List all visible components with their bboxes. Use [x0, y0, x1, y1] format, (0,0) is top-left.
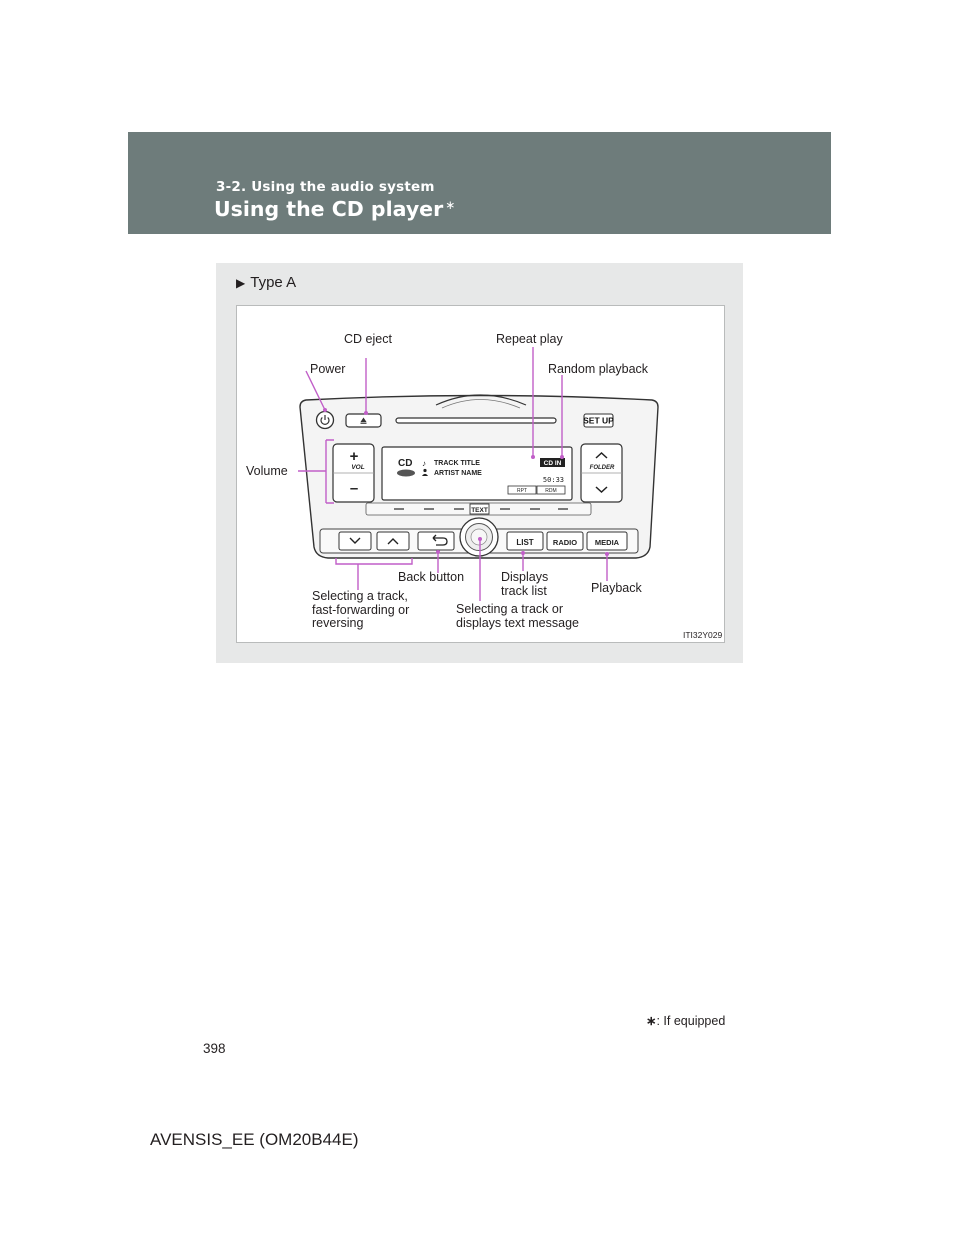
tune-knob-center — [470, 528, 488, 546]
list-callout-dot — [521, 551, 525, 555]
display-source-label: CD — [398, 458, 412, 469]
selecting-track-text-label: Selecting a track or displays text messa… — [456, 602, 579, 630]
knob-callout-dot — [478, 537, 482, 541]
slot-hump — [435, 394, 527, 406]
rpt-indicator — [507, 485, 537, 495]
random-callout-dot — [560, 455, 564, 459]
playback-label: Playback — [591, 581, 642, 595]
text-button — [469, 503, 490, 515]
page-number: 398 — [203, 1041, 226, 1056]
rpt-label: RPT — [517, 488, 527, 494]
slot-hump-inner — [441, 399, 521, 409]
random-playback-label: Random playback — [548, 362, 649, 376]
cd-in-label: CD IN — [544, 460, 562, 467]
vol-plus-icon: + — [350, 448, 359, 465]
back-arrow-icon — [432, 534, 448, 546]
section-label: 3-2. Using the audio system — [216, 179, 435, 195]
callout-dots — [323, 408, 609, 556]
displays-track-list-label: Displays track list — [501, 570, 549, 598]
footnote-mark: ∗ — [646, 1014, 657, 1028]
chevron-down-icon — [349, 537, 361, 544]
folder-down-icon — [595, 486, 608, 494]
power-callout-dot — [323, 408, 327, 412]
display-track-title: TRACK TITLE — [434, 460, 480, 467]
audio-unit-diagram: SET UP + VOL – CD ♪ TRACK TITLE ARTIST N… — [298, 347, 659, 601]
type-label-text: Type A — [250, 274, 297, 291]
repeat-play-label: Repeat play — [496, 332, 563, 346]
track-down-button — [338, 531, 372, 551]
media-callout-dot — [605, 552, 609, 556]
cd-in-badge — [540, 458, 565, 467]
folder-up-icon — [595, 451, 608, 459]
power-icon — [320, 415, 330, 425]
manual-code: AVENSIS_EE (OM20B44E) — [150, 1130, 359, 1149]
page-title: Using the CD player∗ — [214, 197, 455, 221]
list-button — [506, 531, 544, 551]
setup-button — [583, 413, 614, 428]
radio-button — [546, 531, 584, 551]
folder-label: FOLDER — [590, 465, 615, 471]
cd-slot — [395, 417, 557, 424]
repeat-callout-dot — [531, 455, 535, 459]
figure-code: ITI32Y029 — [683, 630, 723, 640]
triangle-bullet-icon: ▶ — [236, 276, 246, 290]
media-label: MEDIA — [595, 538, 620, 547]
page-title-text: Using the CD player — [214, 197, 444, 221]
disc-icon — [397, 469, 415, 477]
text-label: TEXT — [471, 507, 488, 514]
back-button-label: Back button — [398, 570, 465, 584]
setup-label: SET UP — [583, 416, 614, 426]
radio-label: RADIO — [553, 538, 577, 547]
footnote-text: : If equipped — [656, 1014, 726, 1028]
eject-callout-dot — [364, 411, 368, 415]
eject-icon — [360, 417, 367, 424]
media-button — [586, 531, 628, 551]
callout-lines — [298, 347, 608, 601]
volume-bracket-line — [298, 439, 334, 504]
type-label: ▶ Type A — [236, 274, 296, 291]
track-up-button — [376, 531, 410, 551]
display-artist-name: ARTIST NAME — [434, 470, 482, 477]
vol-label: VOL — [351, 464, 364, 471]
music-note-icon: ♪ — [422, 459, 426, 468]
rdm-indicator — [536, 485, 566, 495]
vol-minus-icon: – — [350, 480, 358, 497]
display-time: 50:33 — [543, 476, 564, 484]
artist-icon — [422, 468, 428, 476]
power-label: Power — [310, 362, 346, 376]
cd-eject-label: CD eject — [344, 332, 392, 346]
list-label: LIST — [516, 538, 533, 547]
chevron-up-icon — [387, 538, 399, 545]
header-band — [128, 132, 831, 234]
power-callout-line — [305, 370, 326, 411]
if-equipped-mark: ∗ — [445, 198, 456, 212]
back-callout-dot — [436, 550, 440, 554]
volume-label: Volume — [246, 464, 288, 478]
rdm-label: RDM — [545, 488, 556, 494]
selecting-track-ff-label: Selecting a track, fast-forwarding or re… — [312, 589, 410, 630]
footnote: ∗: If equipped — [646, 1013, 725, 1028]
track-bracket-line — [335, 558, 413, 590]
